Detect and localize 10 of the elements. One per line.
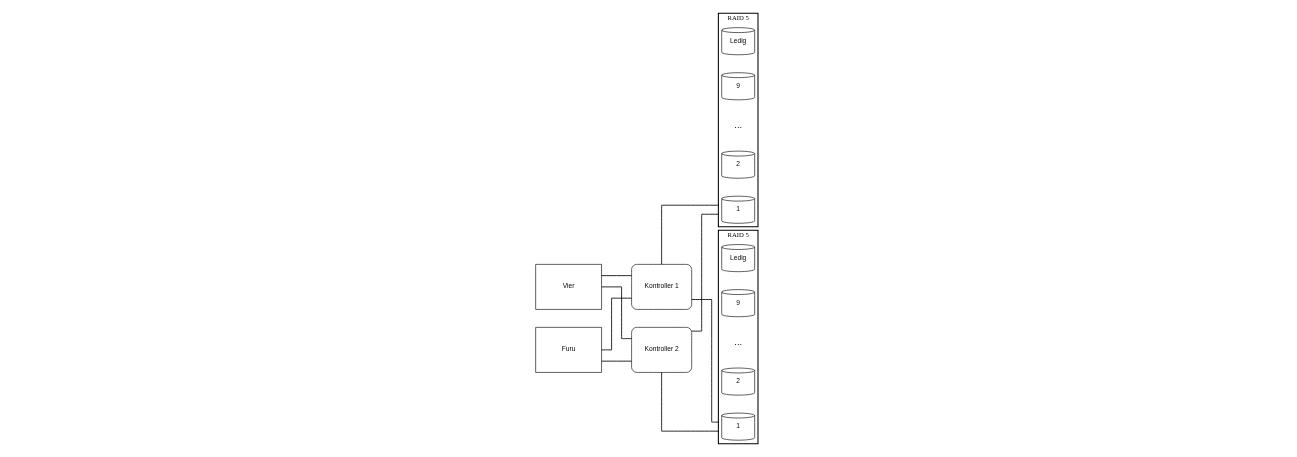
- connector: [691, 299, 719, 423]
- connector: [661, 204, 719, 265]
- connector: [601, 286, 632, 340]
- connector: [601, 297, 632, 351]
- label: ...: [734, 336, 742, 347]
- connector: [661, 372, 719, 432]
- label: ...: [734, 119, 742, 130]
- connector: [601, 360, 632, 362]
- connector: [601, 275, 632, 277]
- connector: [691, 213, 719, 332]
